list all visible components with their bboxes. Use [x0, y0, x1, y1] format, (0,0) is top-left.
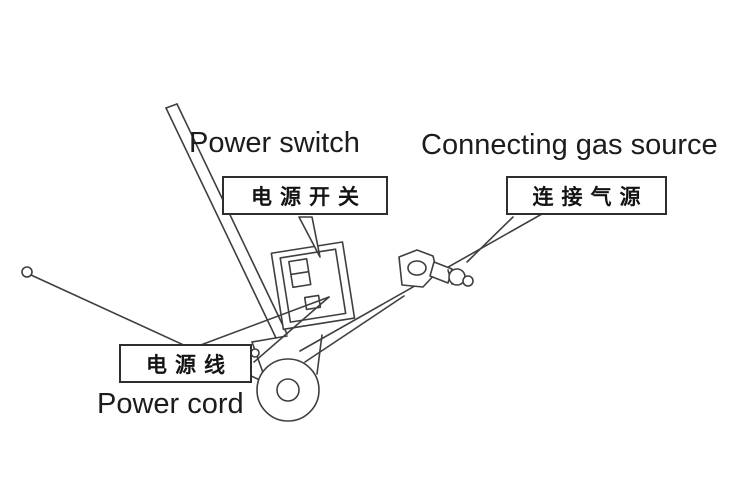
- power-switch-label-en: Power switch: [189, 127, 360, 159]
- panel-edge-lines: [165, 103, 288, 339]
- gas-source-leader-line: [466, 216, 514, 263]
- power-cord-label-en: Power cord: [97, 388, 244, 420]
- gas-source-label-en: Connecting gas source: [421, 129, 718, 161]
- power-switch-pointer-arrow: [298, 216, 321, 258]
- gas-source-callout-box: 连接气源: [506, 176, 667, 215]
- wheel-drawing: [250, 334, 323, 422]
- power-cord-leader-lines: [189, 296, 330, 363]
- gas-connector-drawing: [398, 249, 474, 288]
- power-switch-drawing: [270, 241, 356, 331]
- power-switch-callout-box: 电源开关: [222, 176, 388, 215]
- power-cord-callout-box: 电源线: [119, 344, 252, 383]
